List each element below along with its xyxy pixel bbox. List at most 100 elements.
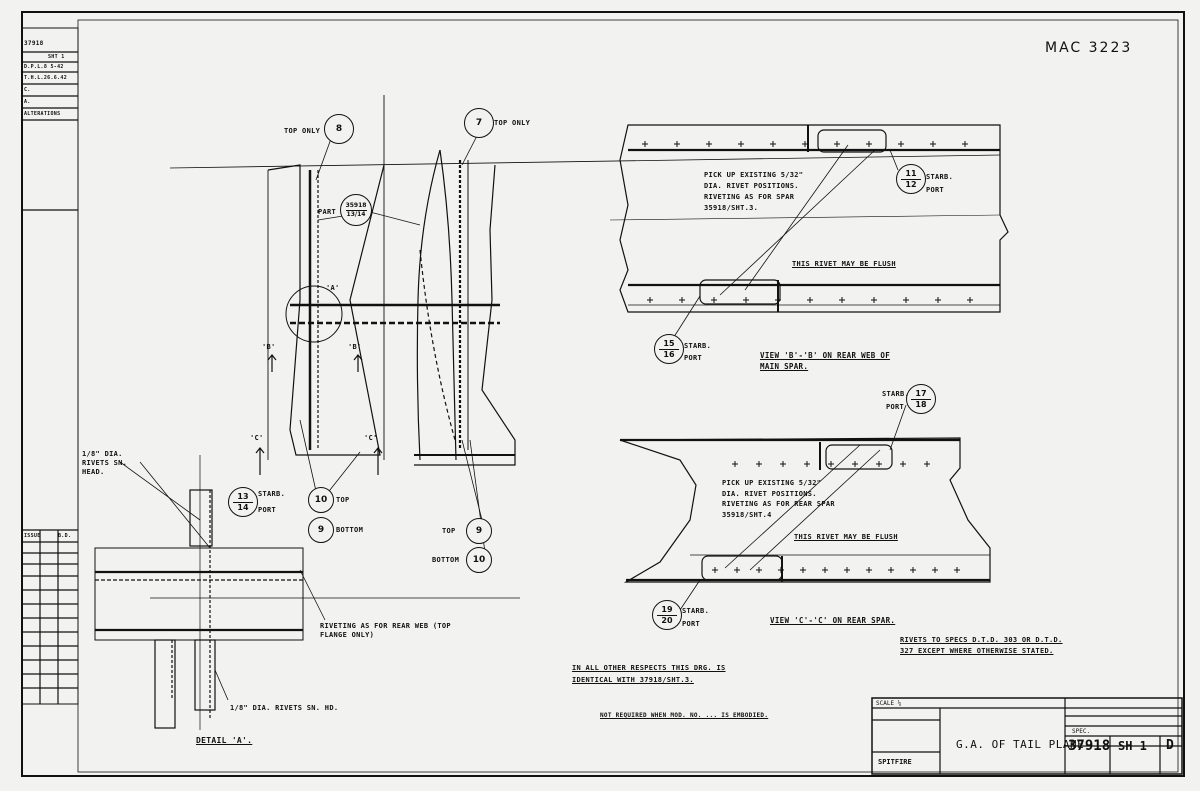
label-top-only-2: TOP ONLY [494,119,531,127]
rivet-mark [962,141,968,147]
label-port-12: PORT [926,186,945,194]
balloon-15: 15 [663,338,675,348]
title-block-aircraft: SPITFIRE [878,758,912,766]
label-top-right: TOP [442,527,456,535]
rivet-mark [647,297,653,303]
note-flush-c: THIS RIVET MAY BE FLUSH [794,533,898,541]
rivet-mark [844,567,850,573]
balloon-13: 13 [237,491,249,501]
rivet-mark [954,567,960,573]
rivet-mark [839,297,845,303]
label-top-center: TOP [336,496,350,504]
rivet-mark [804,461,810,467]
rivet-mark [780,461,786,467]
section-mark-b-left: 'B' [262,343,276,351]
rivet-mark [775,297,781,303]
rivet-mark [910,567,916,573]
balloon-7: 7 [464,108,494,138]
rivet-mark [900,461,906,467]
title-block-number: 37918 [1068,738,1111,754]
rivet-mark [828,461,834,467]
rivet-mark [802,141,808,147]
rivet-mark [930,141,936,147]
balloon-19-20: 19 20 [652,600,682,630]
rivet-mark [852,461,858,467]
rivet-mark [743,297,749,303]
balloon-9: 9 [308,517,334,543]
view-b-title: VIEW 'B'-'B' ON REAR WEB OF MAIN SPAR. [760,351,891,371]
rivet-mark [807,297,813,303]
rivet-mark [770,141,776,147]
balloon-9-right: 9 [466,518,492,544]
balloon-10-right: 10 [466,547,492,573]
balloon-ref: 35918 13/14 [340,194,372,226]
rivet-mark [756,461,762,467]
balloon-15-16: 15 16 [654,334,684,364]
label-port-18: PORT [886,403,905,411]
balloon-ref-bottom: 13/14 [346,210,366,218]
label-part: PART [318,208,337,216]
balloon-14: 14 [237,502,249,512]
title-block-spec: SPEC. [1072,728,1091,735]
balloon-8: 8 [324,114,354,144]
side-panel-number: 37918 [24,40,44,47]
alterations-heading: ALTERATIONS [24,111,61,117]
label-starb-17: STARB. [882,390,910,398]
title-block-title: G.A. OF TAIL PLANE [956,738,1085,751]
rivet-mark [834,141,840,147]
balloon-10: 10 [308,487,334,513]
note-rivets-spec: RIVETS TO SPECS D.T.D. 303 OR D.T.D. 327… [900,636,1063,655]
rivet-mark [738,141,744,147]
rivet-mark [871,297,877,303]
label-starb-15: STARB. [684,342,712,350]
balloon-19: 19 [661,604,673,614]
rivet-mark [935,297,941,303]
balloon-20: 20 [661,615,673,625]
balloon-12: 12 [905,179,917,189]
rivet-mark [924,461,930,467]
rivet-mark [898,141,904,147]
balloon-17-18: 17 18 [906,384,936,414]
title-block-scale: SCALE ¼ [876,700,902,707]
rivet-mark [712,567,718,573]
balloon-11: 11 [905,168,917,178]
rivet-mark [967,297,973,303]
label-top-only-1: TOP ONLY [284,127,321,135]
view-c-title: VIEW 'C'-'C' ON REAR SPAR. [770,616,896,625]
note-dia-rivets-head: 1/8" DIA. RIVETS SN. HEAD. [82,450,128,476]
title-block-issue: D [1166,738,1174,753]
rivet-mark [876,461,882,467]
label-bottom-center: BOTTOM [336,526,364,534]
rivet-mark [732,461,738,467]
balloon-13-14: 13 14 [228,487,258,517]
note-flush-b: THIS RIVET MAY BE FLUSH [792,260,896,268]
side-panel-row-3: C. [24,87,31,93]
title-block-sheet: SH 1 [1118,739,1147,753]
note-dia-rivets-hd: 1/8" DIA. RIVETS SN. HD. [230,704,339,712]
section-mark-b-right: 'B' [348,343,362,351]
rivet-mark [866,141,872,147]
section-mark-c-left: 'C' [250,434,264,442]
rivet-mark [674,141,680,147]
rivet-mark [679,297,685,303]
note-other-respects: IN ALL OTHER RESPECTS THIS DRG. IS IDENT… [572,664,726,684]
rivet-mark [711,297,717,303]
rivet-mark [822,567,828,573]
detail-a-title: DETAIL 'A'. [196,736,253,745]
side-panel-row-1: D.P.L.8 5-42 [24,64,64,70]
balloon-ref-top: 35918 [345,201,367,209]
note-pick-up-b: PICK UP EXISTING 5/32" DIA. RIVET POSITI… [704,171,804,212]
balloon-16: 16 [663,349,675,359]
label-starb-19: STARB. [682,607,710,615]
label-port-14: PORT [258,506,277,514]
rivet-mark [642,141,648,147]
side-panel-row-4: A. [24,99,31,105]
label-port-20: PORT [682,620,701,628]
label-starb-11: STARB. [926,173,954,181]
rivet-mark [932,567,938,573]
balloon-18: 18 [915,399,927,409]
issue-header: ISSUE [24,533,41,539]
bd-header: B.D. [58,533,72,539]
rivet-mark [706,141,712,147]
